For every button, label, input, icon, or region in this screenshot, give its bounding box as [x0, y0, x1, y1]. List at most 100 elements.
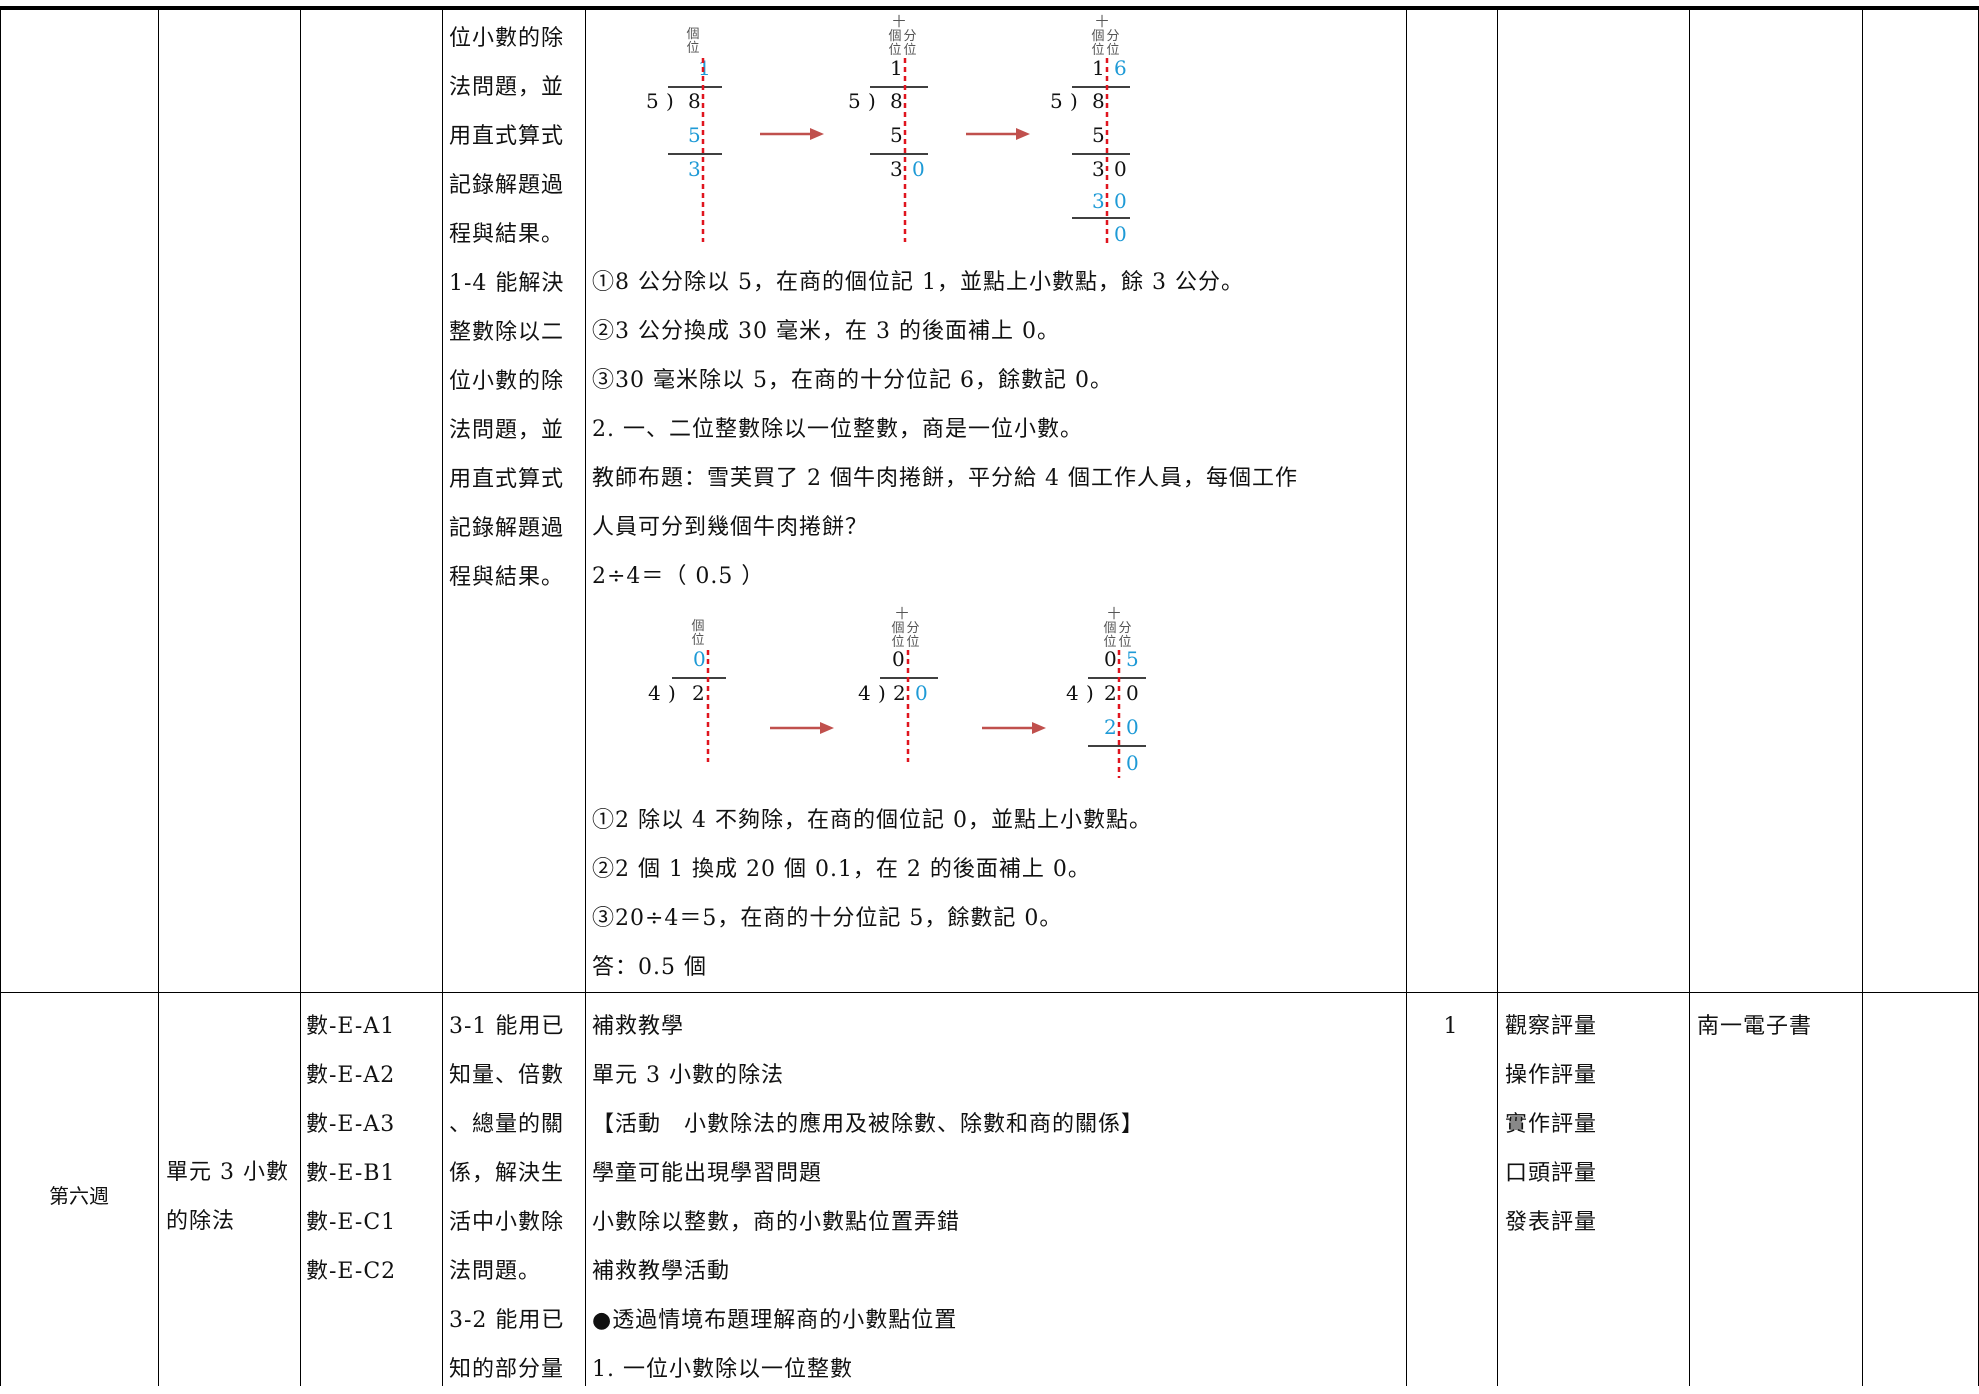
column-border — [442, 8, 443, 1386]
quotient-tenths-digit: 6 — [1114, 56, 1127, 80]
arrow-icon — [760, 128, 824, 140]
objective-line: 程與結果。 — [449, 565, 565, 590]
assessment-list: 觀察評量 操作評量 實作評量 口頭評量 發表評量 — [1505, 1002, 1685, 1247]
objective-line: 程與結果。 — [449, 222, 565, 247]
content-line: ①2 除以 4 不夠除，在商的個位記 0，並點上小數點。 — [592, 808, 1152, 833]
tenths-label-bottom: 位 — [903, 43, 916, 58]
divisor: 4 — [648, 681, 661, 705]
content-line: 補救教學 — [592, 1014, 685, 1039]
content-steps-b: ①2 除以 4 不夠除，在商的個位記 0，並點上小數點。 ②2 個 1 換成 2… — [592, 796, 1392, 992]
ones-label-bottom: 位 — [888, 43, 901, 58]
competency-item: 數-E-C2 — [306, 1259, 397, 1284]
content-line: 2. 一、二位整數除以一位整數，商是一位小數。 — [592, 417, 1083, 442]
assessment-item: 實作評量 — [1505, 1112, 1598, 1137]
column-border — [1862, 8, 1863, 1386]
objective-line: 整數除以二 — [449, 320, 565, 345]
objective-line: 知量、倍數 — [449, 1063, 565, 1088]
arrow-icon — [982, 722, 1046, 734]
quotient-ones-digit: 1 — [1092, 56, 1105, 80]
arrow-icon — [770, 722, 834, 734]
arrow-icon — [966, 128, 1030, 140]
content-steps-a: ①8 公分除以 5，在商的個位記 1，並點上小數點，餘 3 公分。 ②3 公分換… — [592, 258, 1392, 601]
content-lower: 補救教學 單元 3 小數的除法 【活動 小數除法的應用及被除數、除數和商的關係】… — [592, 1002, 1392, 1394]
content-line: ②3 公分換成 30 毫米，在 3 的後面補上 0。 — [592, 319, 1060, 344]
column-border — [0, 8, 1, 1386]
table-top-border — [0, 6, 1979, 10]
unit-line: 的除法 — [166, 1209, 236, 1234]
tenths-label-mid: 分 — [906, 621, 919, 636]
content-line: 小數除以整數，商的小數點位置弄錯 — [592, 1210, 961, 1235]
objective-line: 法問題，並 — [449, 75, 565, 100]
ones-label-bottom: 位 — [1103, 635, 1116, 650]
column-border — [158, 8, 159, 1386]
division-stage-3: 十 個 分 位 位 1 6 5 ) 8 5 3 0 3 0 0 — [1050, 15, 1130, 246]
subtrahend: 5 — [688, 123, 701, 147]
division-stage-2: 十 個 分 位 位 0 4 ) 2 0 — [858, 607, 938, 762]
objective-line: 用直式算式 — [449, 467, 565, 492]
objective-line: 3-2 能用已 — [449, 1308, 565, 1333]
division-bracket: ) — [666, 89, 674, 113]
appended-zero: 0 — [1126, 681, 1139, 705]
tenths-label-mid: 分 — [1118, 621, 1131, 636]
objective-line: 1-4 能解決 — [449, 271, 565, 296]
subtrahend-2-ones: 2 — [1104, 715, 1117, 739]
division-bracket: ) — [868, 89, 876, 113]
long-division-diagram-2-div-4: 個 位 0 4 ) 2 十 個 分 位 位 0 4 ) 2 0 — [648, 607, 1146, 778]
tenths-label-top: 十 — [895, 607, 908, 622]
dividend: 8 — [688, 89, 701, 113]
column-border — [300, 8, 301, 1386]
resources-cell: 南一電子書 — [1697, 1002, 1857, 1051]
final-remainder: 0 — [1126, 751, 1139, 775]
assessment-item: 操作評量 — [1505, 1063, 1598, 1088]
remainder: 3 — [688, 157, 701, 181]
division-stage-1: 個 位 1 5 ) 8 5 3 — [646, 27, 722, 242]
remainder: 3 — [1092, 157, 1105, 181]
divisor: 5 — [646, 89, 659, 113]
division-bracket: ) — [878, 681, 886, 705]
column-border — [1406, 8, 1407, 1386]
competency-item: 數-E-A1 — [306, 1014, 396, 1039]
content-line: ②2 個 1 換成 20 個 0.1，在 2 的後面補上 0。 — [592, 857, 1091, 882]
dividend: 2 — [893, 681, 906, 705]
competency-item: 數-E-A3 — [306, 1112, 396, 1137]
division-bracket: ) — [668, 681, 676, 705]
quotient-ones-digit: 1 — [890, 56, 903, 80]
subtrahend-2-tenths: 0 — [1126, 715, 1139, 739]
competency-item: 數-E-B1 — [306, 1161, 396, 1186]
final-remainder: 0 — [1114, 222, 1127, 246]
objective-line: 3-1 能用已 — [449, 1014, 565, 1039]
assessment-item: 觀察評量 — [1505, 1014, 1598, 1039]
competency-item: 數-E-C1 — [306, 1210, 397, 1235]
content-line: 人員可分到幾個牛肉捲餅？ — [592, 515, 869, 540]
row-border — [0, 992, 1979, 993]
ones-label-top: 個 — [691, 619, 704, 634]
tenths-label-mid: 分 — [903, 29, 916, 44]
column-border — [1497, 8, 1498, 1386]
objective-line: 知的部分量 — [449, 1357, 565, 1382]
ones-label-top: 個 — [891, 621, 904, 636]
content-line: ③20÷4＝5，在商的十分位記 5，餘數記 0。 — [592, 906, 1063, 931]
objective-line: 法問題，並 — [449, 418, 565, 443]
subtrahend-2-tenths: 0 — [1114, 189, 1127, 213]
quotient-ones-digit: 0 — [1104, 647, 1117, 671]
ones-label-top: 個 — [1103, 621, 1116, 636]
tenths-label-mid: 分 — [1106, 29, 1119, 44]
remainder: 3 — [890, 157, 903, 181]
content-line: 答：0.5 個 — [592, 955, 707, 980]
content-line: 學童可能出現學習問題 — [592, 1161, 823, 1186]
quotient-ones-digit: 1 — [698, 56, 711, 80]
objective-line: 記錄解題過 — [449, 516, 565, 541]
objectives-column-lower: 3-1 能用已 知量、倍數 、總量的關 係，解決生 活中小數除 法問題。 3-2… — [449, 1002, 585, 1394]
subtrahend-2-ones: 3 — [1092, 189, 1105, 213]
quotient-ones-digit: 0 — [693, 647, 706, 671]
division-bracket: ) — [1086, 681, 1094, 705]
subtrahend: 5 — [890, 123, 903, 147]
resource-item: 南一電子書 — [1697, 1014, 1813, 1039]
assessment-item: 口頭評量 — [1505, 1161, 1598, 1186]
content-line: ①8 公分除以 5，在商的個位記 1，並點上小數點，餘 3 公分。 — [592, 270, 1244, 295]
objective-line: 記錄解題過 — [449, 173, 565, 198]
divisor: 5 — [1050, 89, 1063, 113]
tenths-label-bottom: 位 — [1106, 43, 1119, 58]
hours-value: 1 — [1443, 1014, 1459, 1039]
